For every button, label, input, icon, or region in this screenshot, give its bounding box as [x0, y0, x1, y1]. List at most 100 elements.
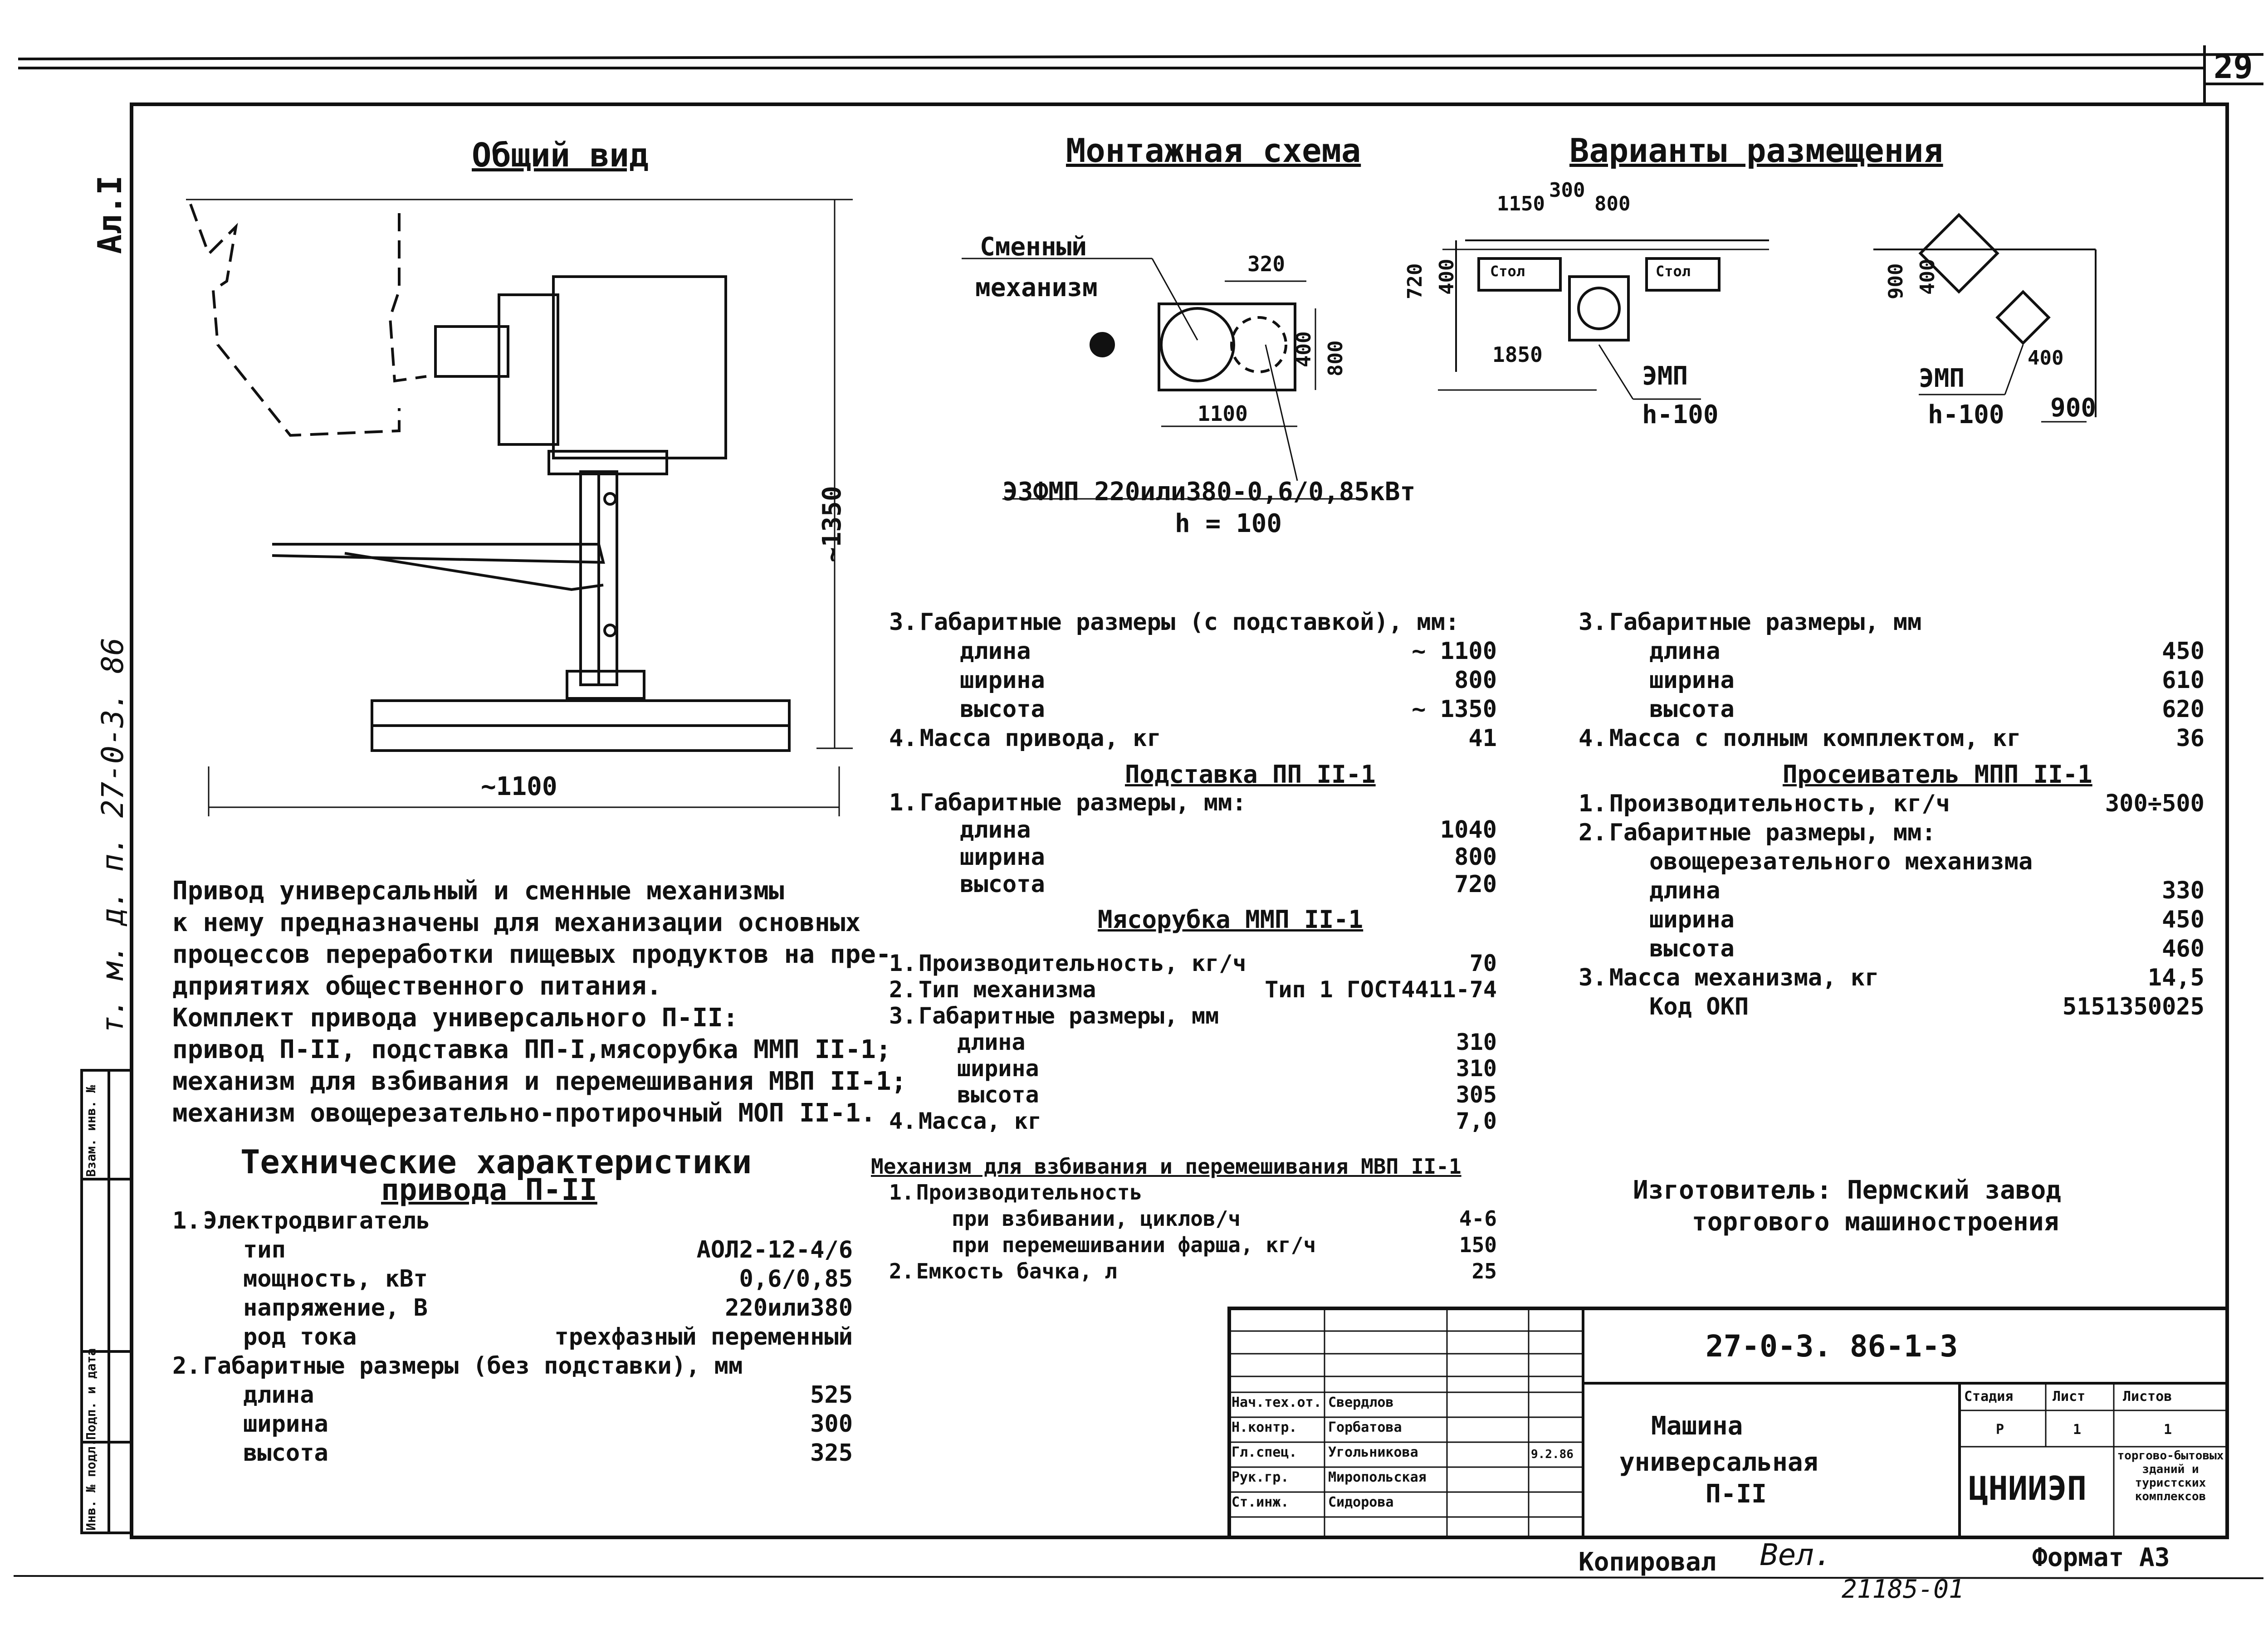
spec-value: 310 — [1456, 1055, 1497, 1082]
mounting-dim-400: 400 — [1292, 331, 1315, 367]
stamp-role: Нач.тех.от. — [1232, 1395, 1322, 1410]
product-title-1: Машина — [1651, 1411, 1743, 1441]
spec-value: 450 — [2162, 906, 2204, 933]
spec-label: длина — [960, 816, 1031, 844]
spec-value: АОЛ2-12-4/6 — [696, 1236, 853, 1263]
spec-label: высота — [1649, 696, 1735, 723]
spec-label: тип — [243, 1236, 286, 1263]
spec-number: 4. — [889, 725, 918, 752]
spec-row: овощерезательного механизма — [1579, 847, 2204, 876]
spec-value: 4-6 — [1459, 1206, 1497, 1231]
mounting-label-2: механизм — [975, 273, 1098, 302]
placement-emp-1: ЭМП — [1642, 361, 1688, 391]
spec-label: напряжение, В — [243, 1294, 428, 1322]
spec-number: 1. — [889, 950, 917, 976]
spec-row: 3.Габаритные размеры, мм — [889, 1003, 1497, 1029]
spec-label: при перемешивании фарша, кг/ч — [952, 1233, 1316, 1257]
mounting-dim-800: 800 — [1324, 340, 1347, 376]
placement-emp-2: ЭМП — [1919, 364, 1965, 393]
left-stamp-sign: Подп. и дата — [83, 1348, 98, 1440]
placement-title: Варианты размещения — [1569, 132, 1943, 170]
mounting-dim-1100: 1100 — [1198, 401, 1248, 426]
placement-d300: 300 — [1549, 179, 1585, 202]
spec-row: 1.Электродвигатель — [172, 1206, 853, 1235]
stamp-name: Горбатова — [1328, 1419, 1402, 1435]
spec-label: Габаритные размеры, мм — [919, 1003, 1219, 1029]
spec-value: 70 — [1469, 950, 1497, 976]
description-line: Привод универсальный и сменные механизмы — [172, 876, 784, 906]
document-code: 27-0-3. 86-1-3 — [1706, 1329, 1958, 1364]
stamp-name: Угольникова — [1328, 1444, 1418, 1460]
sheet-value: 1 — [2073, 1422, 2082, 1438]
spec-value: 310 — [1456, 1029, 1497, 1055]
placement-d900a: 900 — [1884, 263, 1907, 299]
spec-value: Тип 1 ГОСТ4411-74 — [1265, 976, 1497, 1003]
spec-value: 5151350025 — [2062, 993, 2204, 1020]
spec-number: 3. — [889, 1003, 917, 1029]
spec-number: 3. — [1579, 964, 1607, 991]
spec-label: длина — [960, 638, 1031, 665]
corner-code: Ал.I — [91, 175, 129, 254]
sieve-title: Просеиватель МПП II-1 — [1783, 760, 2092, 789]
stamp-role: Ст.инж. — [1232, 1494, 1289, 1510]
spec-label: Электродвигатель — [203, 1207, 430, 1234]
stamp-role: Рук.гр. — [1232, 1469, 1289, 1485]
spec-value: 220или380 — [725, 1294, 853, 1322]
product-title-2: универсальная — [1619, 1448, 1818, 1477]
archive-number: 21185-01 — [1842, 1575, 1964, 1604]
spec-value: 300 — [810, 1410, 853, 1438]
stand-title: Подставка ПП II-1 — [1125, 760, 1376, 789]
spec-number: 1. — [889, 1180, 914, 1205]
sheet-header: Лист — [2053, 1389, 2086, 1405]
spec-number: 1. — [1579, 790, 1607, 817]
stage-header: Стадия — [1964, 1389, 2014, 1405]
sheets-value: 1 — [2164, 1422, 2172, 1438]
stamp-role: Гл.спец. — [1232, 1444, 1297, 1460]
maker-line-1: Изготовитель: Пермский завод — [1633, 1176, 2062, 1205]
spec-row: 3.Габаритные размеры (с подставкой), мм: — [889, 608, 1497, 637]
spec-value: трехфазный переменный — [554, 1323, 853, 1351]
mounting-label-1: Сменный — [980, 232, 1087, 262]
general-view-width: ~1100 — [481, 772, 557, 801]
description-line: Комплект привода универсального П-II: — [172, 1003, 738, 1033]
spec-row: напряжение, В 220или380 — [172, 1293, 853, 1322]
spec-label: длина — [243, 1381, 314, 1409]
placement-d800: 800 — [1594, 192, 1631, 215]
mounting-dim-320: 320 — [1247, 252, 1286, 276]
mid-list: 3.Габаритные размеры (с подставкой), мм:… — [889, 608, 1497, 753]
stamp-name: Сидорова — [1328, 1494, 1394, 1510]
placement-table-1: Стол — [1490, 263, 1525, 280]
description-line: механизм овощерезательно-протирочный МОП… — [172, 1098, 876, 1128]
stamp-date: 9.2.86 — [1531, 1448, 1574, 1461]
spec-label: ширина — [960, 667, 1045, 694]
placement-d400b: 400 — [1916, 259, 1939, 295]
spec-value: 300÷500 — [2105, 790, 2204, 817]
sheets-header: Листов — [2123, 1389, 2172, 1405]
spec-number: 1. — [889, 789, 918, 816]
spec-label: Габаритные размеры (с подставкой), мм: — [919, 609, 1460, 636]
spec-value: 610 — [2162, 667, 2204, 694]
spec-label: ширина — [960, 844, 1045, 871]
placement-d900b: 900 — [2050, 393, 2097, 423]
spec-value: 325 — [810, 1439, 853, 1467]
spec-label: Габаритные размеры, мм: — [1609, 819, 1936, 846]
spec-label: Габаритные размеры, мм: — [919, 789, 1246, 816]
spec-value: 7,0 — [1456, 1108, 1497, 1134]
placement-table-2: Стол — [1656, 263, 1691, 280]
mixer-title: Механизм для взбивания и перемешивания М… — [871, 1154, 1461, 1179]
